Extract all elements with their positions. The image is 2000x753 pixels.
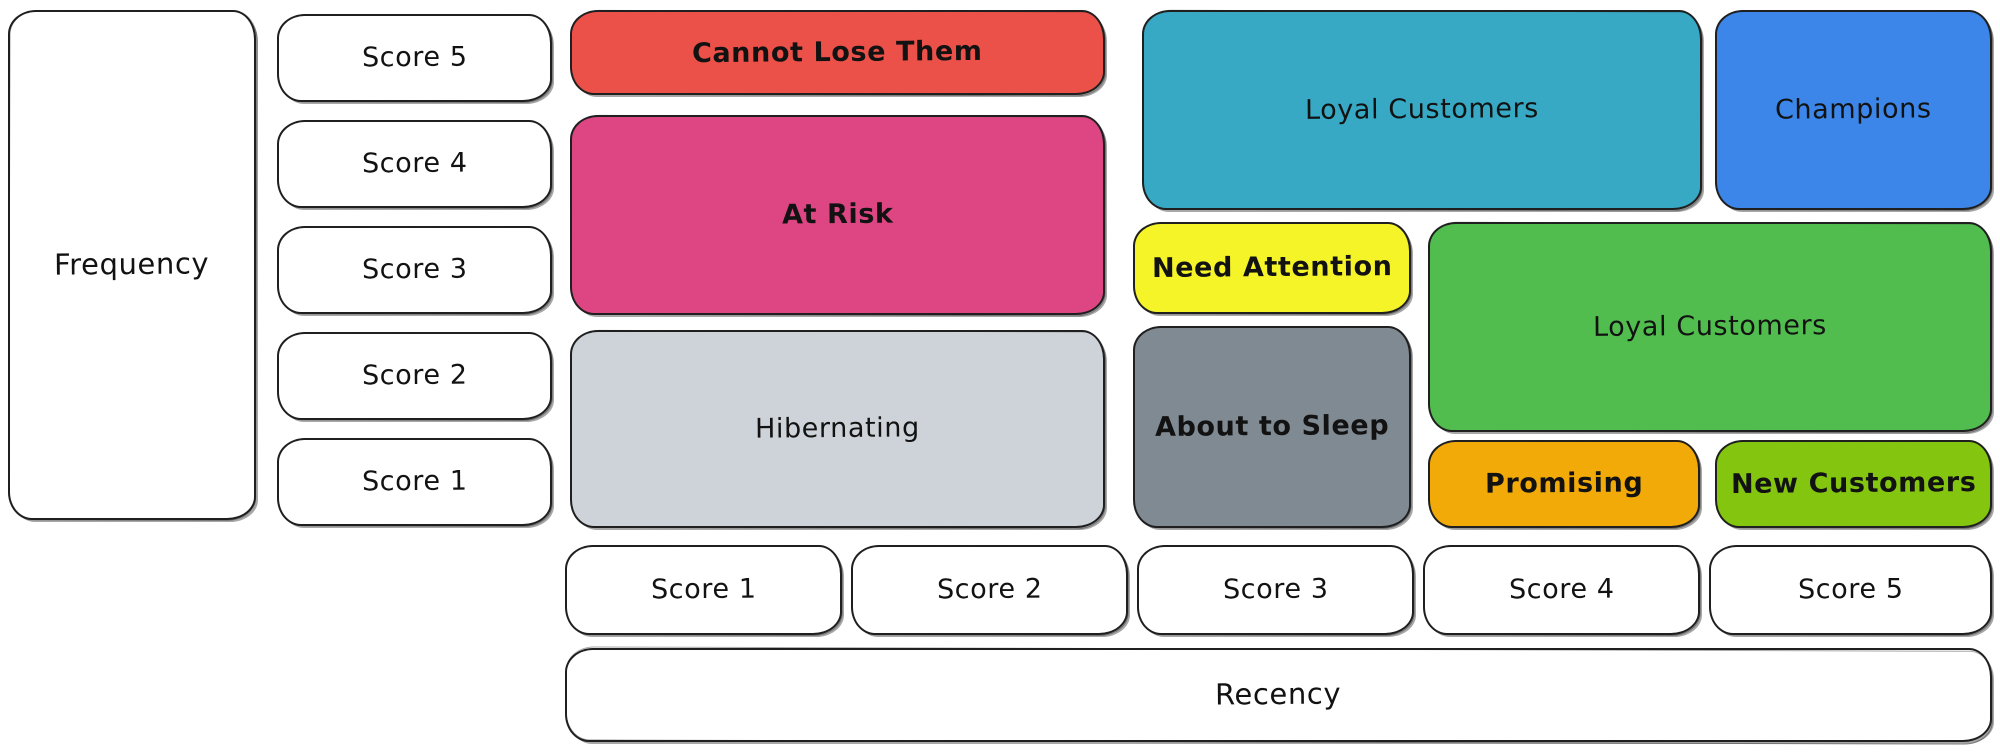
segment-loyal-customers-teal-label: Loyal Customers [1304, 93, 1540, 127]
frequency-score-2-label: Score 2 [361, 360, 468, 392]
segment-need-attention-label: Need Attention [1151, 251, 1393, 285]
recency-axis-text: Recency [1215, 676, 1342, 712]
frequency-score-4[interactable]: Score 4 [277, 120, 552, 208]
segment-loyal-customers-green[interactable]: Loyal Customers [1428, 222, 1992, 432]
segment-need-attention[interactable]: Need Attention [1133, 222, 1411, 314]
segment-champions-label: Champions [1775, 93, 1932, 127]
segment-champions[interactable]: Champions [1715, 10, 1992, 210]
recency-score-5-label: Score 5 [1797, 574, 1904, 606]
segment-at-risk[interactable]: At Risk [570, 115, 1105, 315]
segment-loyal-customers-green-label: Loyal Customers [1592, 310, 1828, 344]
recency-score-1-label: Score 1 [650, 574, 757, 606]
segment-loyal-customers-teal[interactable]: Loyal Customers [1142, 10, 1702, 210]
segment-promising[interactable]: Promising [1428, 440, 1700, 528]
frequency-score-1-label: Score 1 [361, 466, 468, 498]
recency-score-4-label: Score 4 [1508, 574, 1615, 606]
axis-label-frequency: Frequency [8, 10, 256, 520]
frequency-score-3[interactable]: Score 3 [277, 226, 552, 314]
segment-new-customers[interactable]: New Customers [1715, 440, 1992, 528]
frequency-score-3-label: Score 3 [361, 254, 468, 286]
recency-score-2-label: Score 2 [936, 574, 1043, 606]
recency-score-3-label: Score 3 [1222, 574, 1329, 606]
segment-new-customers-label: New Customers [1730, 467, 1977, 501]
axis-label-recency: Recency [565, 648, 1992, 742]
segment-hibernating[interactable]: Hibernating [570, 330, 1105, 528]
segment-about-to-sleep-label: About to Sleep [1154, 410, 1390, 444]
frequency-score-5[interactable]: Score 5 [277, 14, 552, 102]
segment-about-to-sleep[interactable]: About to Sleep [1133, 326, 1411, 528]
recency-score-3[interactable]: Score 3 [1137, 545, 1414, 635]
segment-at-risk-label: At Risk [781, 199, 894, 231]
segment-cannot-lose-them-label: Cannot Lose Them [692, 35, 983, 70]
segment-promising-label: Promising [1484, 467, 1644, 501]
frequency-score-2[interactable]: Score 2 [277, 332, 552, 420]
frequency-score-4-label: Score 4 [361, 148, 468, 180]
recency-score-1[interactable]: Score 1 [565, 545, 842, 635]
frequency-score-1[interactable]: Score 1 [277, 438, 552, 526]
segment-hibernating-label: Hibernating [754, 412, 921, 446]
segment-cannot-lose-them[interactable]: Cannot Lose Them [570, 10, 1105, 95]
frequency-axis-text: Frequency [54, 246, 210, 282]
recency-score-5[interactable]: Score 5 [1709, 545, 1992, 635]
recency-score-4[interactable]: Score 4 [1423, 545, 1700, 635]
frequency-score-5-label: Score 5 [361, 42, 468, 74]
recency-score-2[interactable]: Score 2 [851, 545, 1128, 635]
